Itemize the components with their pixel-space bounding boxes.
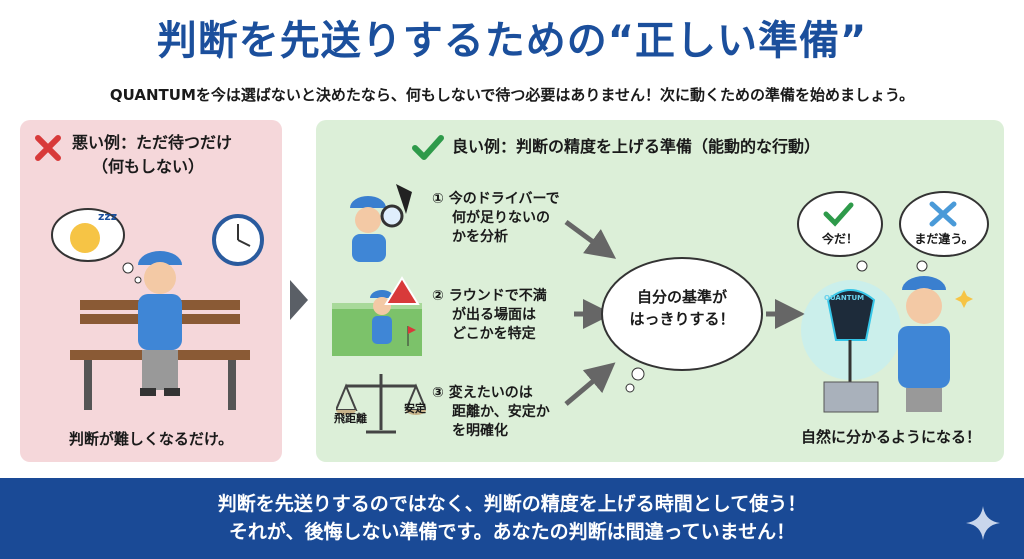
footer-line-1: 判断を先送りするのではなく、判断の精度を上げる時間として使う！ (217, 493, 807, 515)
center-cloud-text: 自分の基準がはっきりする！ (629, 288, 735, 328)
warning-icon (384, 276, 420, 305)
sparkle-icon (966, 506, 1000, 540)
bad-heading: 悪い例：ただ待つだけ (72, 133, 233, 152)
step-1: ① 今のドライバーで 何が足りないの かを分析 (432, 191, 560, 245)
bad-heading-sub: （何もしない） (92, 157, 205, 176)
flow-arrows (564, 191, 989, 413)
sleep-text: zzz (98, 210, 117, 223)
sparkle-icon (955, 290, 973, 308)
sleepy-face-icon (70, 223, 100, 253)
step-2: ② ラウンドで不満 が出る場面は どこかを特定 (432, 288, 547, 342)
bad-example-panel: 悪い例：ただ待つだけ （何もしない） zzz 判断が難しくなるだけ。 (20, 120, 282, 462)
step-3: ③ 変えたいのは 距離か、安定か を明確化 (432, 385, 550, 439)
cross-icon (929, 201, 957, 227)
arrow-3 (564, 362, 616, 406)
driver-label: QUANTUM (824, 294, 865, 302)
footer-line-2: それが、後悔しない準備です。あなたの判断は間違っていません！ (228, 521, 796, 543)
analyze-driver-illustration (350, 184, 412, 262)
bubble-no: まだ違う。 (914, 232, 974, 246)
waiting-man-illustration: zzz (51, 208, 264, 410)
driver-head (826, 289, 876, 341)
scale-right-label: 安定 (404, 402, 426, 415)
arrow-1 (564, 219, 617, 259)
bad-caption: 判断が難しくなるだけ。 (68, 430, 234, 448)
cross-icon (35, 135, 61, 161)
good-example-panel: 良い例：判断の精度を上げる準備（能動的な行動） 飛距離 安定 ① 今のドライバー… (316, 120, 1004, 462)
check-icon (823, 202, 854, 227)
chevron-right-icon (290, 280, 308, 320)
check-icon (412, 135, 444, 160)
round-issue-illustration (332, 276, 422, 356)
bubble-yes: 今だ！ (821, 232, 858, 246)
footer-banner: 判断を先送りするのではなく、判断の精度を上げる時間として使う！ それが、後悔しな… (0, 478, 1024, 559)
subtitle: QUANTUMを今は選ばないと決めたなら、何もしないで待つ必要はありません！次に… (109, 86, 915, 104)
scale-left-label: 飛距離 (334, 412, 367, 425)
center-thought-cloud (601, 257, 763, 371)
good-heading: 良い例：判断の精度を上げる準備（能動的な行動） (452, 137, 821, 156)
page-title: 判断を先送りするための“正しい準備” (156, 18, 868, 64)
good-caption: 自然に分かるようになる！ (800, 428, 981, 446)
balance-scale-illustration (336, 374, 426, 434)
